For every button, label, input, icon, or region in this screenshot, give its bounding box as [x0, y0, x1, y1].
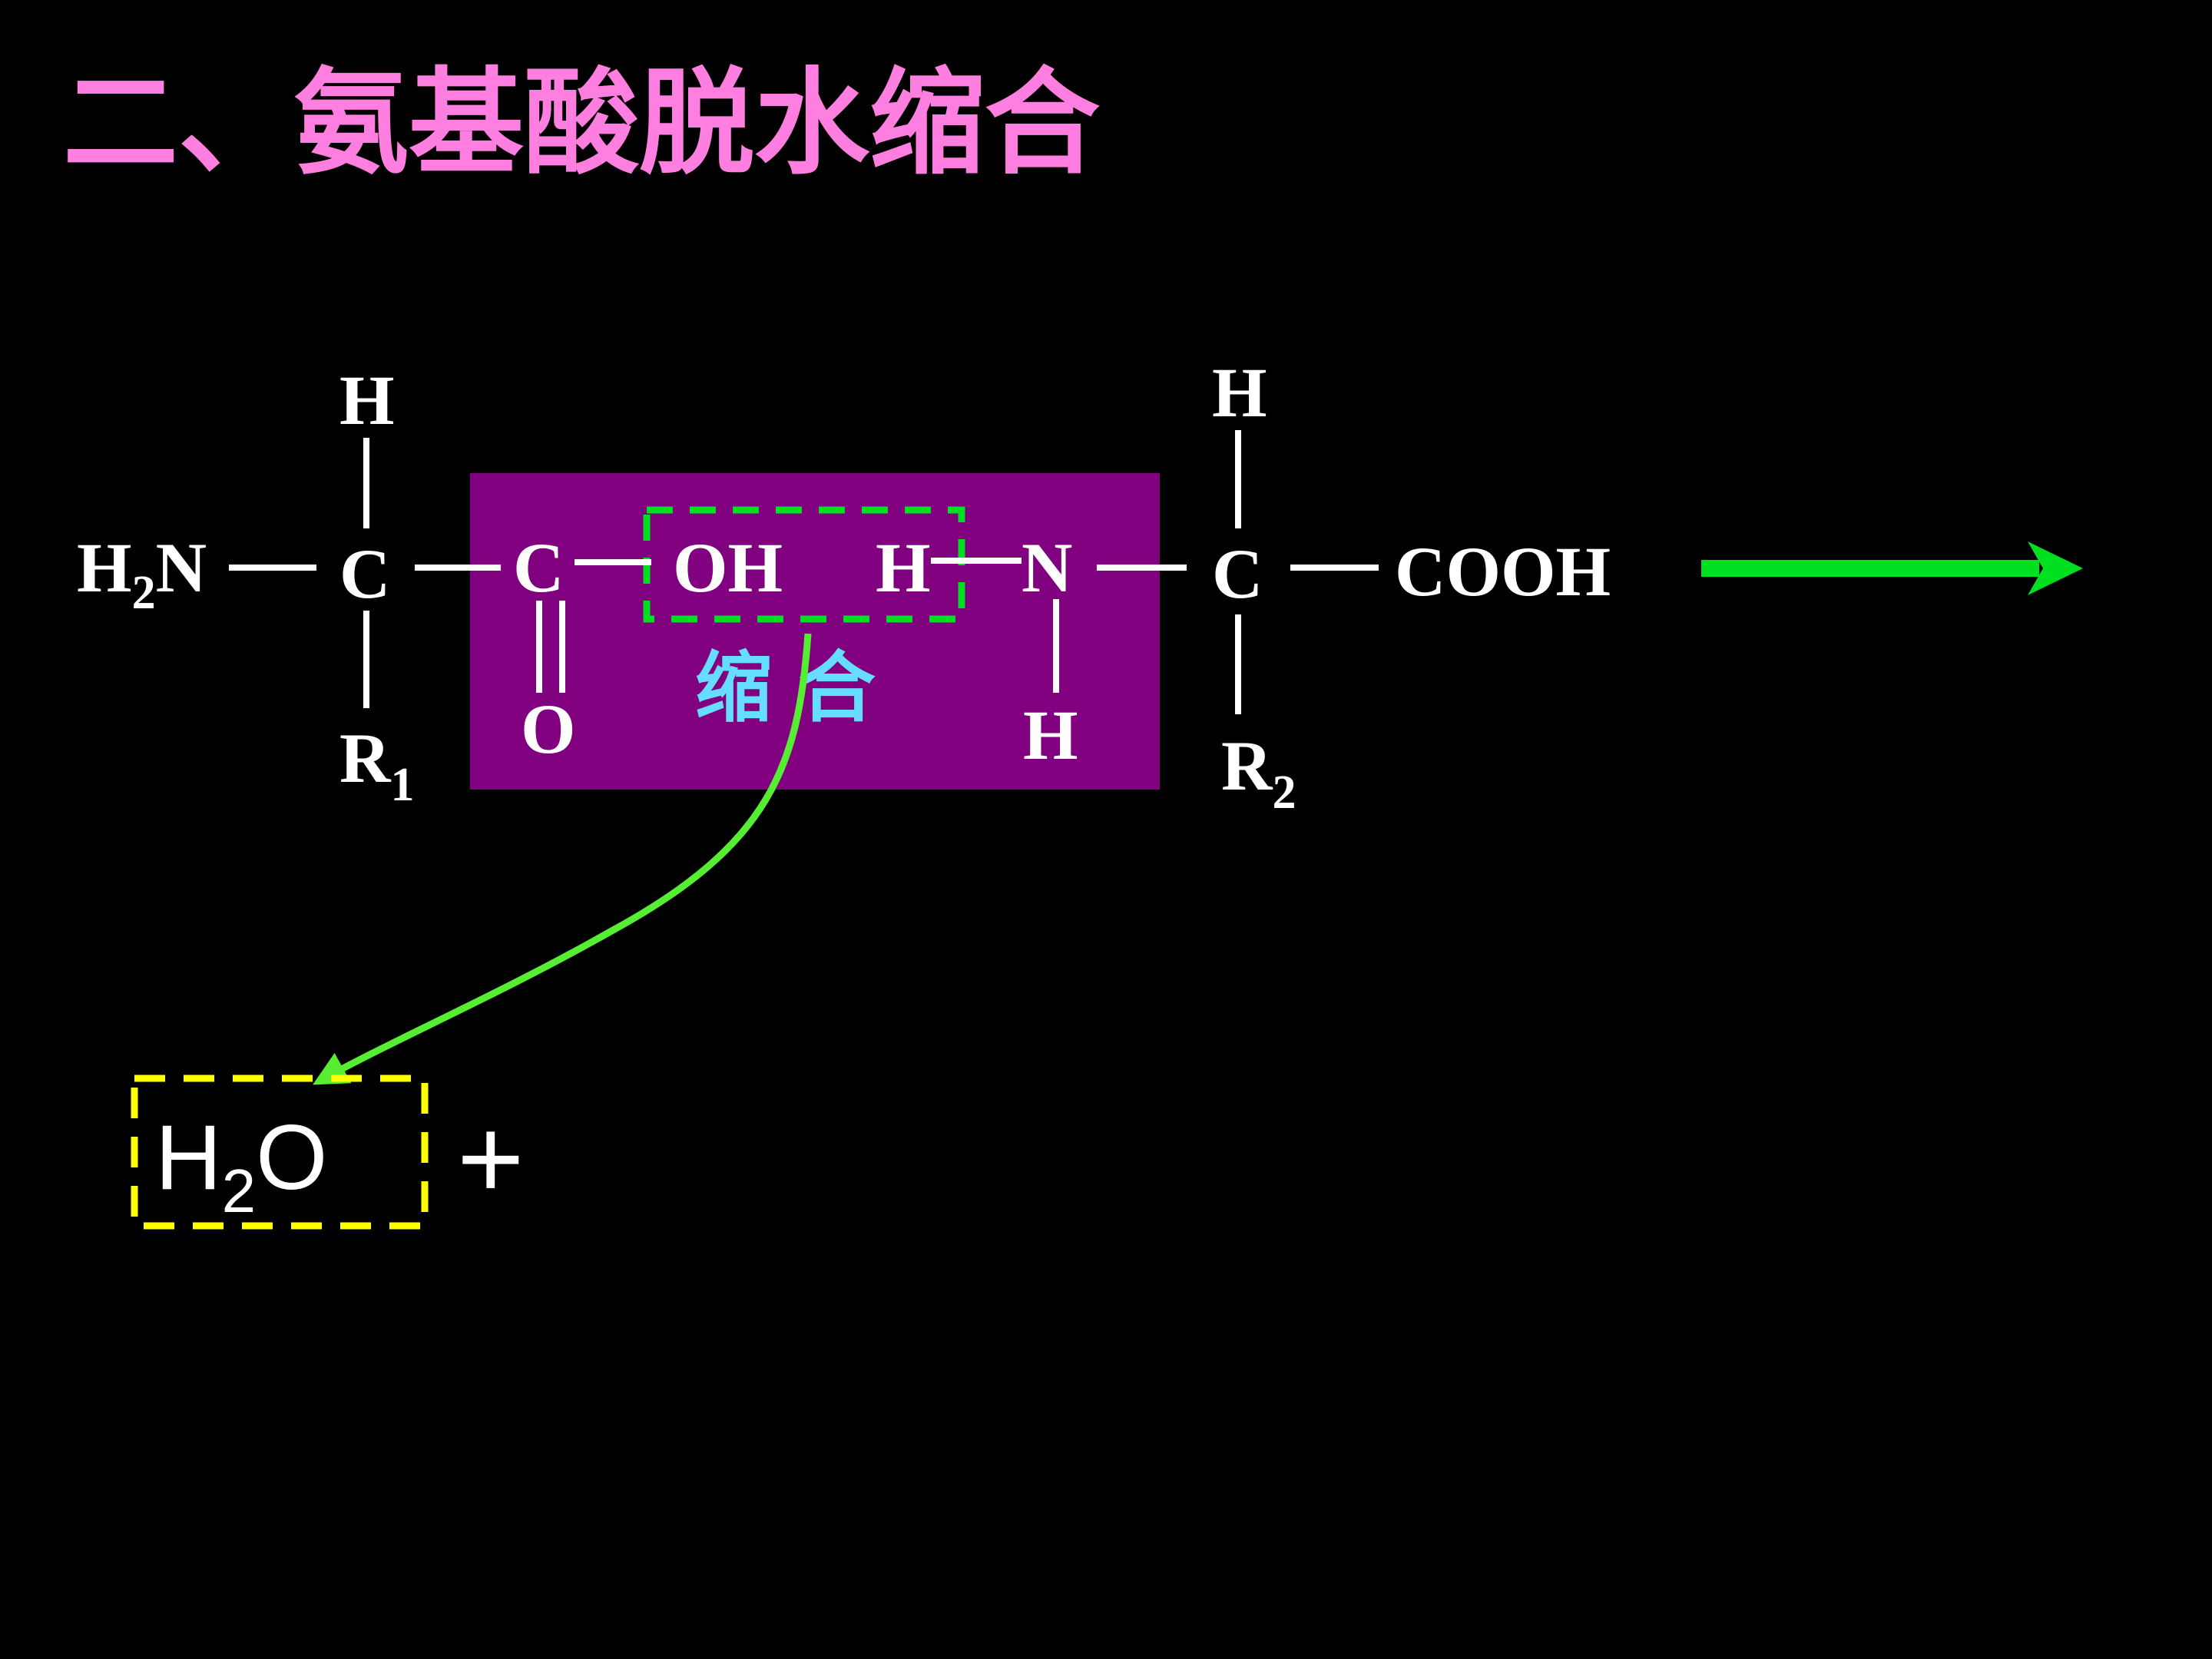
carbonyl-oxygen: O [521, 690, 576, 768]
amine2-hydrogen: H [876, 528, 931, 607]
water-formula: H2O [155, 1106, 328, 1225]
alpha-carbon-1-hydrogen: H [339, 361, 395, 439]
water-o: O [256, 1106, 327, 1209]
carbonyl-carbon: C [513, 528, 564, 607]
r1-letter: R [339, 719, 392, 797]
alpha-carbon-2: C [1212, 535, 1263, 613]
water-h: H [155, 1106, 222, 1209]
amine-h: H [77, 528, 132, 607]
r2-group: R2 [1221, 727, 1296, 819]
r2-subscript: 2 [1272, 767, 1296, 819]
alpha-carbon-1: C [339, 535, 390, 613]
plus-sign: + [457, 1094, 525, 1223]
condensation-label: 缩 合 [695, 643, 876, 733]
r2-letter: R [1221, 727, 1273, 805]
water-dashed-box [131, 1075, 429, 1230]
hydroxyl-group: OH [673, 528, 783, 607]
alpha-carbon-2-hydrogen: H [1212, 353, 1267, 432]
reaction-arrow [1701, 541, 2083, 595]
r1-group: R1 [339, 719, 414, 811]
amine-group: H2N [77, 528, 207, 619]
amine2-nitrogen: N [1022, 528, 1072, 607]
page-title: 二、氨基酸脱水缩合 [63, 57, 1100, 190]
amine-n: N [156, 528, 207, 607]
carboxyl-group: COOH [1395, 532, 1611, 611]
r1-subscript: 1 [390, 759, 414, 811]
water-subscript: 2 [222, 1157, 257, 1225]
amine-subscript: 2 [132, 567, 156, 619]
amine2-bottom-hydrogen: H [1023, 696, 1078, 774]
water-release-curve-arrow [313, 633, 812, 1085]
peptide-bond-highlight [470, 473, 1160, 790]
bond-lines [229, 430, 1379, 714]
